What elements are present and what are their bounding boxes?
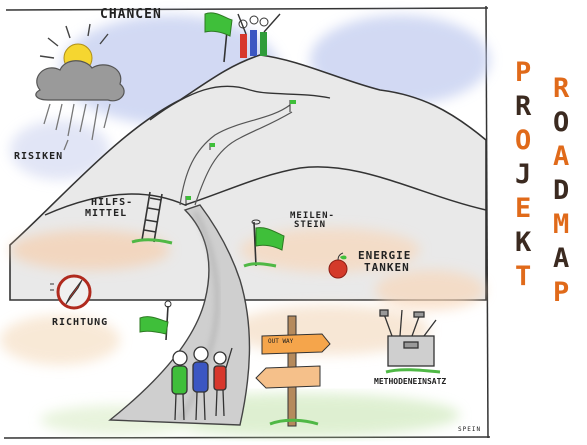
label-chancen: CHANCEN [100,7,162,22]
ladder-icon [131,191,173,245]
title-letter: P [515,57,532,88]
sun-cloud-icon [35,23,125,151]
label-meilenstein: MEILEN- STEIN [290,211,335,231]
label-hilfsmittel-line1: HILFS- [91,197,134,208]
drawing-frame [3,5,491,439]
signpost-icon [255,315,331,427]
title-letter: O [553,107,570,138]
signpost-text: OUT WAY [268,338,294,345]
title-letter: D [553,175,570,206]
summit-people-icon [237,13,281,58]
label-meilenstein-line2: STEIN [294,220,327,231]
title-projekt: P R O J E K T [515,56,531,294]
title-letter: O [515,125,532,156]
title-letter: K [515,227,532,258]
artist-signature: SPEIN [458,426,482,433]
label-methodeneinsatz: METHODENEINSATZ [374,377,447,386]
title-letter: M [553,209,570,240]
label-meilenstein-line1: MEILEN- [290,211,335,221]
team-people-icon [171,346,233,421]
title-letter: A [553,141,570,172]
milestone-flag-icon [243,219,285,268]
title-letter: J [515,159,532,190]
label-hilfsmittel-line2: MITTEL [85,207,128,219]
land-wash [0,228,485,365]
title-letter: A [553,243,570,274]
title-letter: R [515,91,532,122]
title-letter: P [553,277,570,308]
label-energie-tanken: ENERGIE TANKEN [358,250,411,273]
compass-icon [50,274,92,310]
title-roadmap: R O A D M A P [553,72,569,310]
label-hilfsmittel: HILFS- MITTEL [85,197,134,219]
title-letter: T [515,261,532,292]
direction-flag-icon [139,300,172,341]
title-letter: R [553,73,570,104]
label-energie-line2: TANKEN [364,260,410,274]
label-energie-line1: ENERGIE [358,249,412,262]
grass-wash [40,393,460,437]
slope-flags-icon [185,100,296,206]
apple-icon [328,252,348,279]
title-letter: E [515,193,532,224]
summit-flag-icon [204,12,233,63]
label-risiken: RISIKEN [14,151,64,162]
toolbox-icon [379,309,441,374]
label-richtung: RICHTUNG [52,317,109,328]
